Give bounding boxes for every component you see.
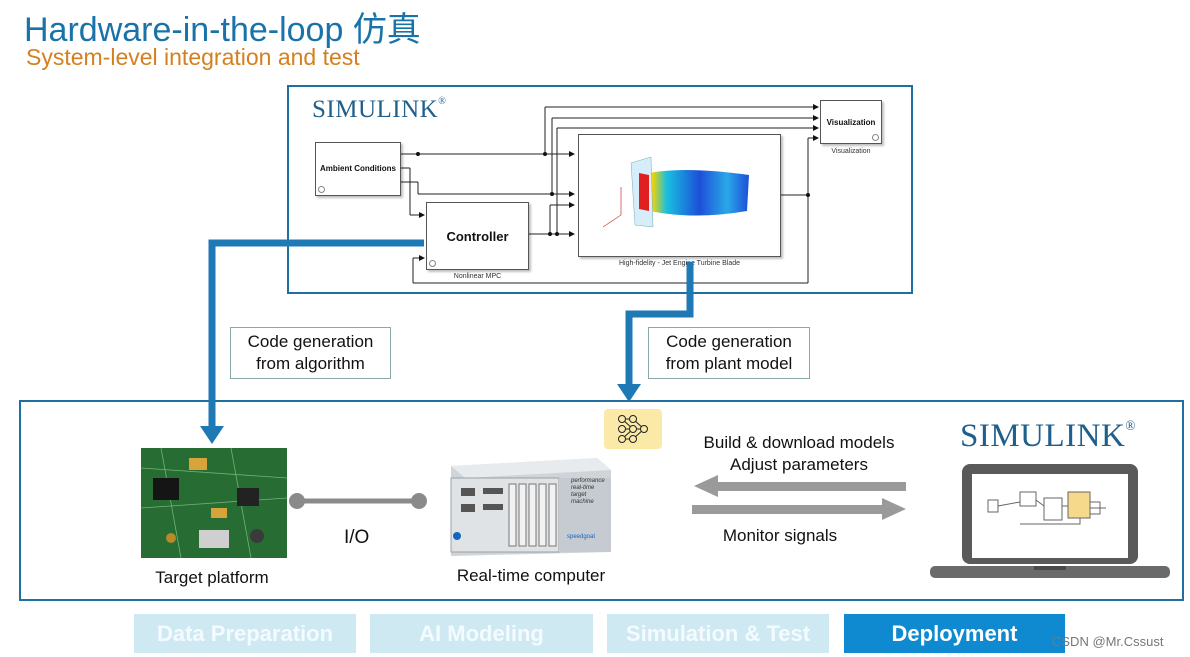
workflow-step-ai-modeling[interactable]: AI Modeling xyxy=(370,614,593,653)
controller-block[interactable]: Controller xyxy=(426,202,529,270)
workflow-step-data-preparation[interactable]: Data Preparation xyxy=(134,614,356,653)
plant-caption: High-fidelity - Jet Engine Turbine Blade xyxy=(618,260,740,267)
ambient-conditions-block[interactable]: Ambient Conditions xyxy=(315,142,401,196)
simulink-logo: SIMULINK® xyxy=(312,96,447,123)
visualization-label: Visualization xyxy=(826,118,876,127)
realtime-computer-label: Real-time computer xyxy=(456,566,606,585)
controller-caption: Nonlinear MPC xyxy=(453,273,502,280)
callout-code-gen-algorithm: Code generation from algorithm xyxy=(230,327,391,379)
workflow-step-deployment[interactable]: Deployment xyxy=(844,614,1065,653)
block-port-icon xyxy=(872,134,879,141)
left-arrow-icon xyxy=(694,475,718,497)
laptop-icon xyxy=(930,464,1170,578)
watermark: CSDN @Mr.Cssust xyxy=(1052,634,1164,649)
io-label: I/O xyxy=(344,527,370,548)
ambient-conditions-label: Ambient Conditions xyxy=(320,164,396,173)
laptop-image xyxy=(930,462,1170,580)
block-port-icon xyxy=(318,186,325,193)
visualization-block[interactable]: Visualization xyxy=(820,100,882,144)
hil-setup-panel xyxy=(19,400,1184,601)
laptop-simulink-logo: SIMULINK® xyxy=(960,418,1136,454)
visualization-caption: Visualization xyxy=(831,148,871,155)
block-port-icon xyxy=(429,260,436,267)
callout-code-gen-plant: Code generation from plant model xyxy=(648,327,810,379)
target-platform-image xyxy=(140,447,288,559)
right-arrow-icon xyxy=(882,498,906,520)
target-platform-label: Target platform xyxy=(155,568,269,587)
neural-network-badge xyxy=(604,409,662,449)
neural-network-icon xyxy=(618,415,648,443)
circuit-board-icon xyxy=(140,447,288,559)
build-download-label: Build & download models Adjust parameter… xyxy=(703,433,895,474)
monitor-signals-label: Monitor signals xyxy=(722,526,838,545)
machine-text: performance real-time target machine xyxy=(571,478,605,505)
realtime-computer-image: performance real-time target machine spe… xyxy=(437,452,611,559)
controller-label: Controller xyxy=(446,229,509,244)
workflow-step-simulation-test[interactable]: Simulation & Test xyxy=(607,614,829,653)
turbine-blade-icon xyxy=(602,156,749,228)
down-arrow-icon xyxy=(617,384,641,402)
page-subtitle: System-level integration and test xyxy=(26,44,360,70)
page-title: Hardware-in-the-loop 仿真 xyxy=(24,11,421,49)
server-chassis-icon xyxy=(450,458,611,556)
plant-block[interactable] xyxy=(578,134,781,257)
down-arrow-icon xyxy=(200,426,224,444)
machine-brand: speedgoat xyxy=(567,534,596,540)
